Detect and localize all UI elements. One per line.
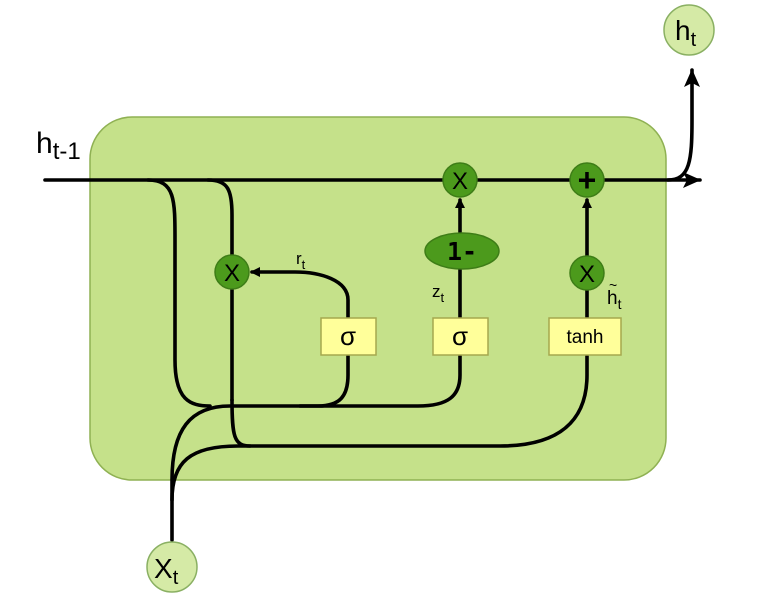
candidate-label-sub: t xyxy=(618,296,622,312)
reset-multiply-symbol: X xyxy=(224,260,240,287)
reset-to-lower-wire xyxy=(230,398,252,448)
reset-label: rt xyxy=(296,249,306,272)
candidate-gate-label: tanh xyxy=(567,327,604,348)
update-label-base: z xyxy=(432,282,441,301)
update-in-wire xyxy=(298,354,462,408)
reset-gate-box: σ xyxy=(320,317,377,356)
hprev-label-sub: t-1 xyxy=(53,138,81,165)
xin-bundle-upper xyxy=(170,354,350,542)
one-minus-symbol: 1- xyxy=(447,237,477,266)
xin-bundle-lower xyxy=(170,354,589,502)
candidate-label: ~ ht xyxy=(607,277,622,312)
candidate-label-tilde: ~ xyxy=(609,277,617,293)
svg-text:ht: ht xyxy=(607,288,622,312)
add-node: + xyxy=(569,162,605,198)
reset-gate-wire xyxy=(250,267,350,320)
hprev-label: ht-1 xyxy=(36,127,81,165)
update-multiply-symbol: X xyxy=(452,168,468,195)
reset-label-sub: t xyxy=(302,257,306,272)
reset-gate-label: σ xyxy=(340,321,356,351)
input-node: Xt xyxy=(146,541,198,593)
output-label-base: h xyxy=(675,15,691,46)
candidate-label-base: h xyxy=(607,288,618,309)
update-multiply-node: X xyxy=(442,162,478,198)
hprev-branch-wire-b xyxy=(206,178,234,257)
reset-multiply-node: X xyxy=(214,254,250,290)
svg-text:ht: ht xyxy=(675,15,697,51)
output-label-sub: t xyxy=(691,29,697,51)
candidate-multiply-node: X xyxy=(569,255,605,291)
reset-label-base: r xyxy=(296,249,302,268)
add-symbol: + xyxy=(578,162,597,198)
one-minus-node: 1- xyxy=(424,232,500,270)
hprev-branch-wire-a xyxy=(146,178,212,408)
update-label-sub: t xyxy=(441,290,445,305)
update-label: zt xyxy=(432,282,445,305)
update-gate-box: σ xyxy=(432,317,489,356)
candidate-gate-box: tanh xyxy=(548,317,622,356)
svg-text:Xt: Xt xyxy=(154,553,179,589)
output-node: ht xyxy=(663,4,715,56)
update-gate-label: σ xyxy=(452,321,468,351)
input-label-base: X xyxy=(154,553,173,584)
candidate-multiply-symbol: X xyxy=(579,261,595,288)
hprev-label-base: h xyxy=(36,127,53,160)
gru-cell-body xyxy=(89,116,667,481)
input-label-sub: t xyxy=(173,567,179,589)
output-wire xyxy=(666,68,700,182)
